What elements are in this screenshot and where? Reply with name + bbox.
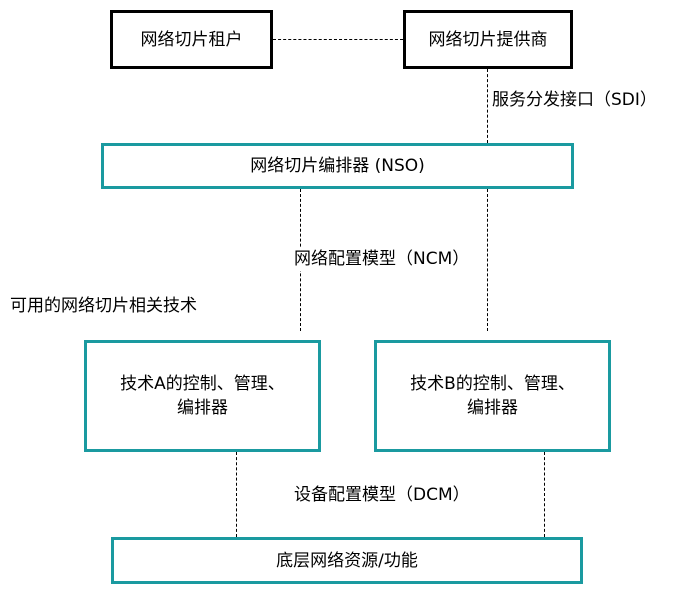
provider-box: 网络切片提供商: [403, 10, 573, 69]
ncm-connector-right: [487, 189, 488, 331]
dcm-connector-right: [544, 452, 545, 537]
nso-label: 网络切片编排器 (NSO): [250, 156, 425, 176]
provider-label: 网络切片提供商: [428, 29, 548, 50]
ncm-label: 网络配置模型（NCM）: [292, 247, 472, 271]
dcm-connector-left: [236, 452, 237, 537]
tech-title: 可用的网络切片相关技术: [10, 296, 197, 316]
dcm-label: 设备配置模型（DCM）: [294, 485, 470, 505]
sdi-label: 服务分发接口（SDI）: [492, 90, 657, 110]
resource-label: 底层网络资源/功能: [276, 550, 418, 571]
tech-b-label: 技术B的控制、管理、 编排器: [410, 374, 575, 418]
tenant-provider-connector: [273, 39, 403, 40]
tenant-box: 网络切片租户: [110, 10, 273, 69]
nso-box: 网络切片编排器 (NSO): [101, 143, 574, 189]
resource-box: 底层网络资源/功能: [111, 537, 583, 584]
tech-a-box: 技术A的控制、管理、 编排器: [84, 340, 321, 452]
tech-b-box: 技术B的控制、管理、 编排器: [374, 340, 611, 452]
tenant-label: 网络切片租户: [140, 29, 243, 50]
sdi-connector: [487, 69, 488, 143]
tech-a-label: 技术A的控制、管理、 编排器: [120, 374, 285, 418]
